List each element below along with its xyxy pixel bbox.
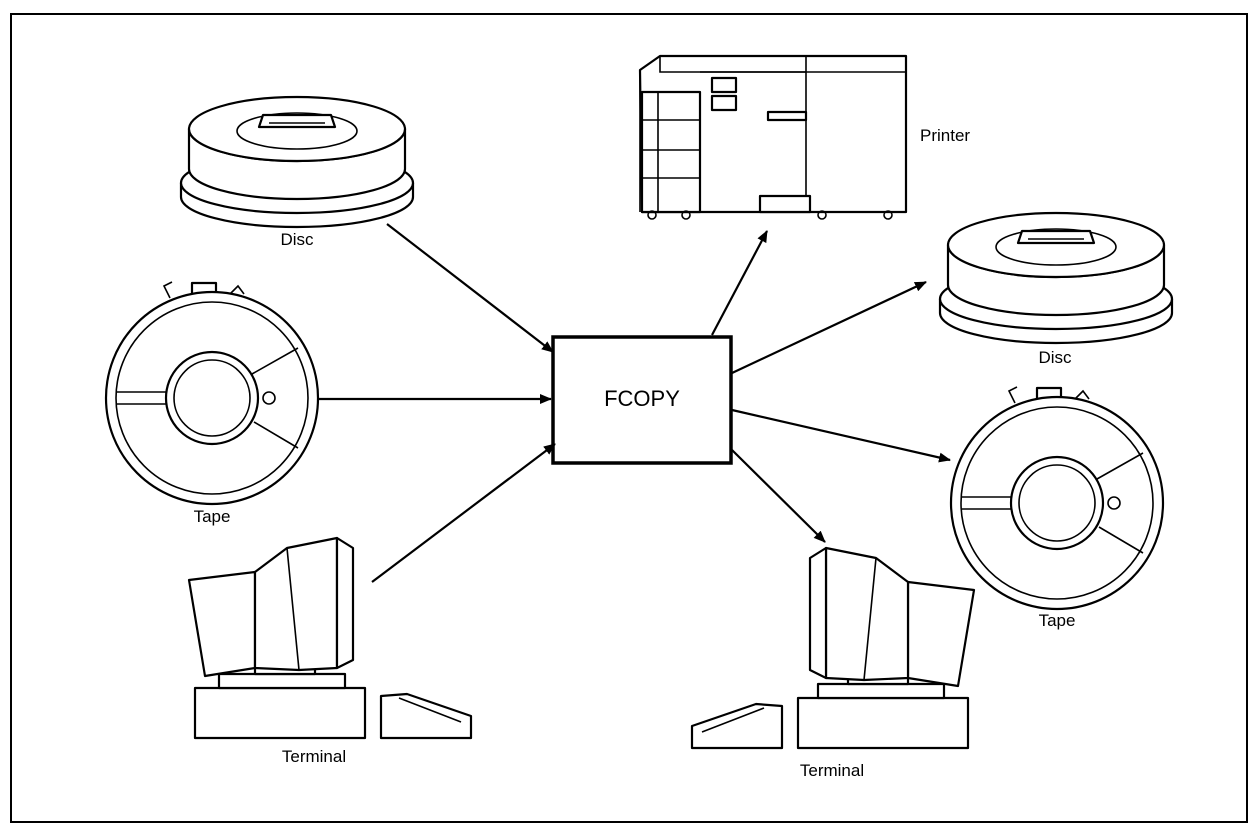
edge-disc-in <box>387 224 553 352</box>
tape-in-label: Tape <box>194 507 231 526</box>
terminal-out-icon <box>692 548 974 748</box>
fcopy-label: FCOPY <box>604 386 680 411</box>
terminal-in-label: Terminal <box>282 747 346 766</box>
tape-out-label: Tape <box>1039 611 1076 630</box>
edge-printer-out <box>712 231 767 335</box>
disc-out-label: Disc <box>1038 348 1072 367</box>
terminal-out-label: Terminal <box>800 761 864 780</box>
disc-out-icon <box>940 213 1172 343</box>
terminal-in-icon <box>189 538 471 738</box>
fcopy-box: FCOPY <box>553 337 731 463</box>
edge-disc-out <box>732 282 926 373</box>
tape-out-icon <box>951 387 1163 609</box>
tape-in-icon <box>106 282 318 504</box>
edge-terminal-in <box>372 444 555 582</box>
printer-out-icon <box>640 56 906 219</box>
disc-in-icon <box>181 97 413 227</box>
edge-terminal-out <box>732 450 825 542</box>
disc-in-label: Disc <box>280 230 314 249</box>
edge-tape-out <box>732 410 950 460</box>
printer-out-label: Printer <box>920 126 970 145</box>
